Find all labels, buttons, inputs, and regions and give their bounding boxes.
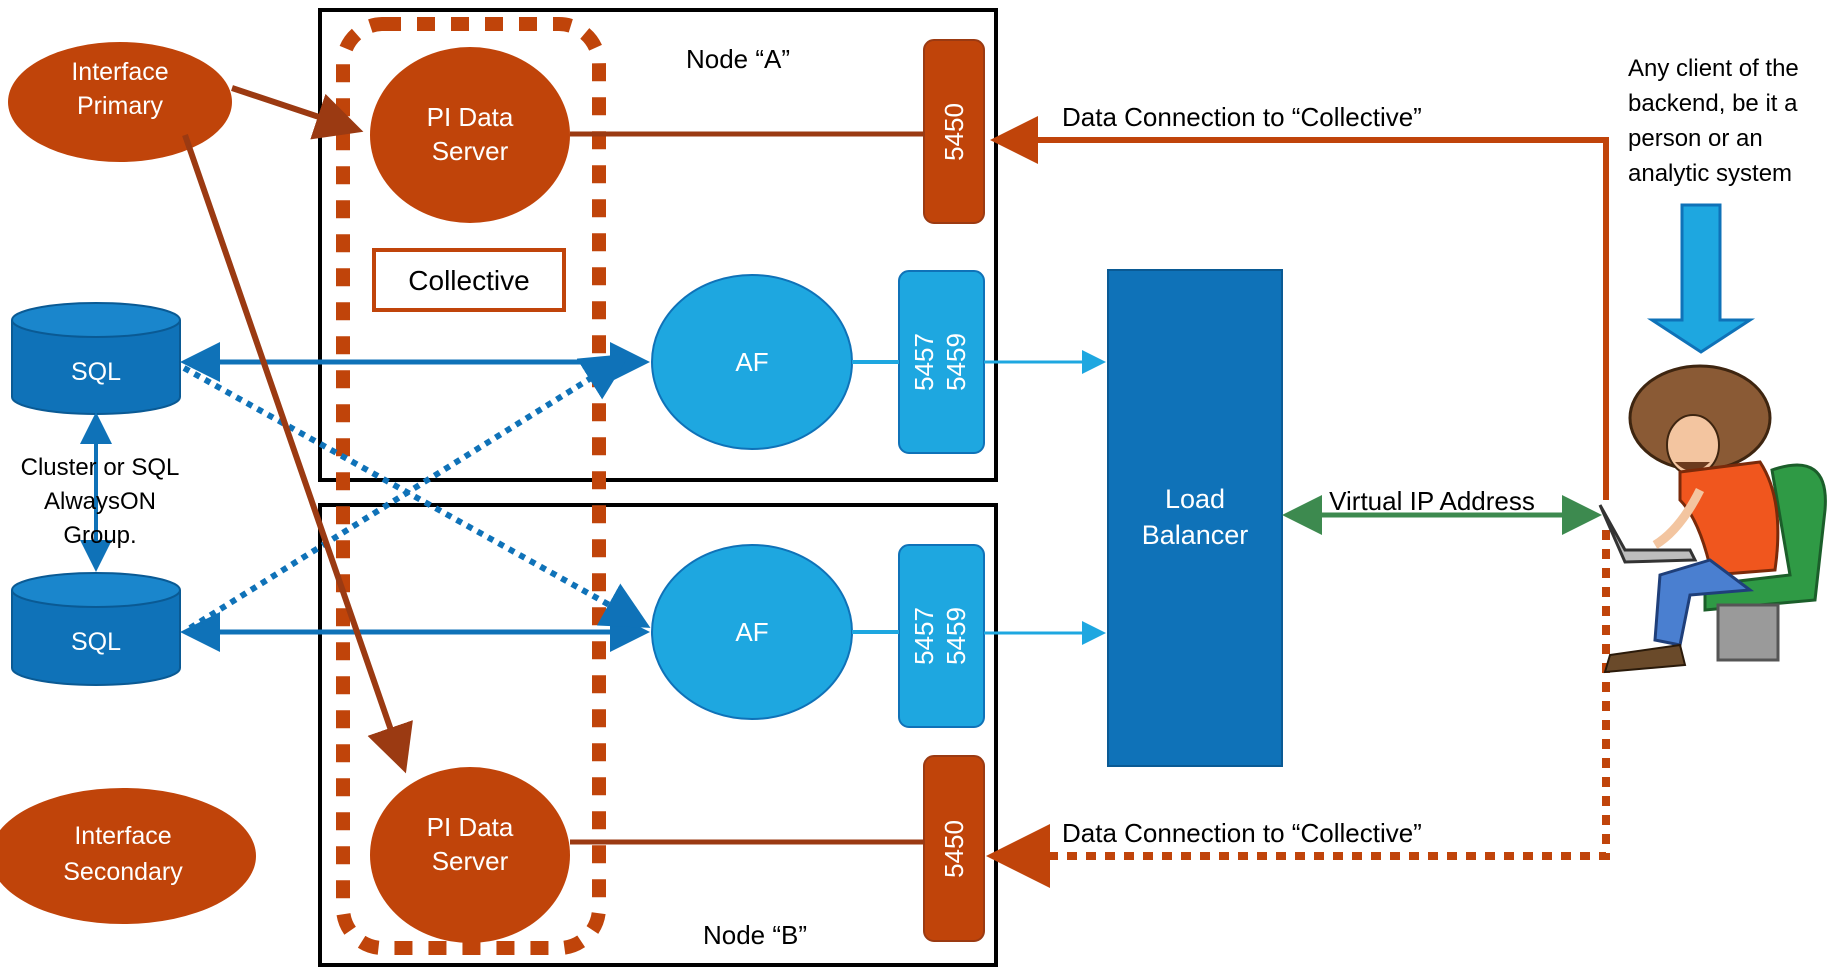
collective-box [372,248,566,312]
pi-data-server-a [370,47,570,223]
ports-af-b [898,544,985,728]
af-a-label: AF [735,347,768,377]
load-balancer-line2: Balancer [1142,520,1249,550]
pi-server-a-line2: Server [432,136,509,166]
client-note-line1: Any client of the [1628,55,1799,82]
link-interface-to-pi-b [182,134,413,774]
interface-primary-line1: Interface [71,58,168,86]
sql-top-cylinder [11,302,181,415]
link-client-data-top [990,116,1609,500]
port-5457-a: 5457 [909,333,939,391]
interface-secondary [0,788,256,924]
node-a-box [318,8,998,482]
virtual-ip-label: Virtual IP Address [1329,486,1535,516]
port-5450-b-label: 5450 [939,820,969,878]
sql-top-label: SQL [71,358,121,386]
pi-server-a-line1: PI Data [427,102,514,132]
load-balancer-line1: Load [1165,484,1225,514]
af-b-label: AF [735,617,768,647]
collective-label: Collective [408,265,529,296]
client-note-line4: analytic system [1628,160,1792,187]
load-balancer [1107,269,1283,767]
person-with-laptop-icon [1598,364,1827,674]
data-connection-top-label: Data Connection to “Collective” [1062,102,1422,132]
link-sql-bottom-af-a-dotted [188,353,631,631]
port-5457-b: 5457 [909,607,939,665]
interface-secondary-line2: Secondary [63,858,183,886]
interface-primary-line2: Primary [77,92,164,120]
cluster-note-line1: Cluster or SQL [21,454,180,481]
pi-data-server-b [370,767,570,943]
port-5450-a-label: 5450 [939,103,969,161]
node-b-box [318,503,998,967]
sql-bottom-label: SQL [71,628,121,656]
client-note-line2: backend, be it a [1628,90,1798,117]
node-b-label: Node “B” [703,920,807,950]
link-client-data-bottom [986,530,1610,888]
client-down-arrow [1646,203,1756,354]
port-5450-b [923,755,985,942]
cluster-note-line3: Group. [63,522,136,549]
link-sql-top-af-b-dotted [182,365,651,628]
sql-bottom-cylinder [11,572,181,686]
port-5459-a: 5459 [941,333,971,391]
cluster-note-line2: AlwaysON [44,488,156,515]
port-5459-b: 5459 [941,607,971,665]
interface-primary [8,42,232,162]
link-interface-to-pi-a [231,85,364,140]
interface-secondary-line1: Interface [74,822,171,850]
data-connection-bottom-label: Data Connection to “Collective” [1062,818,1422,848]
pi-server-b-line1: PI Data [427,812,514,842]
client-note-line3: person or an [1628,125,1763,152]
node-a-label: Node “A” [686,44,790,74]
pi-server-b-line2: Server [432,846,509,876]
collective-outline [336,17,606,955]
